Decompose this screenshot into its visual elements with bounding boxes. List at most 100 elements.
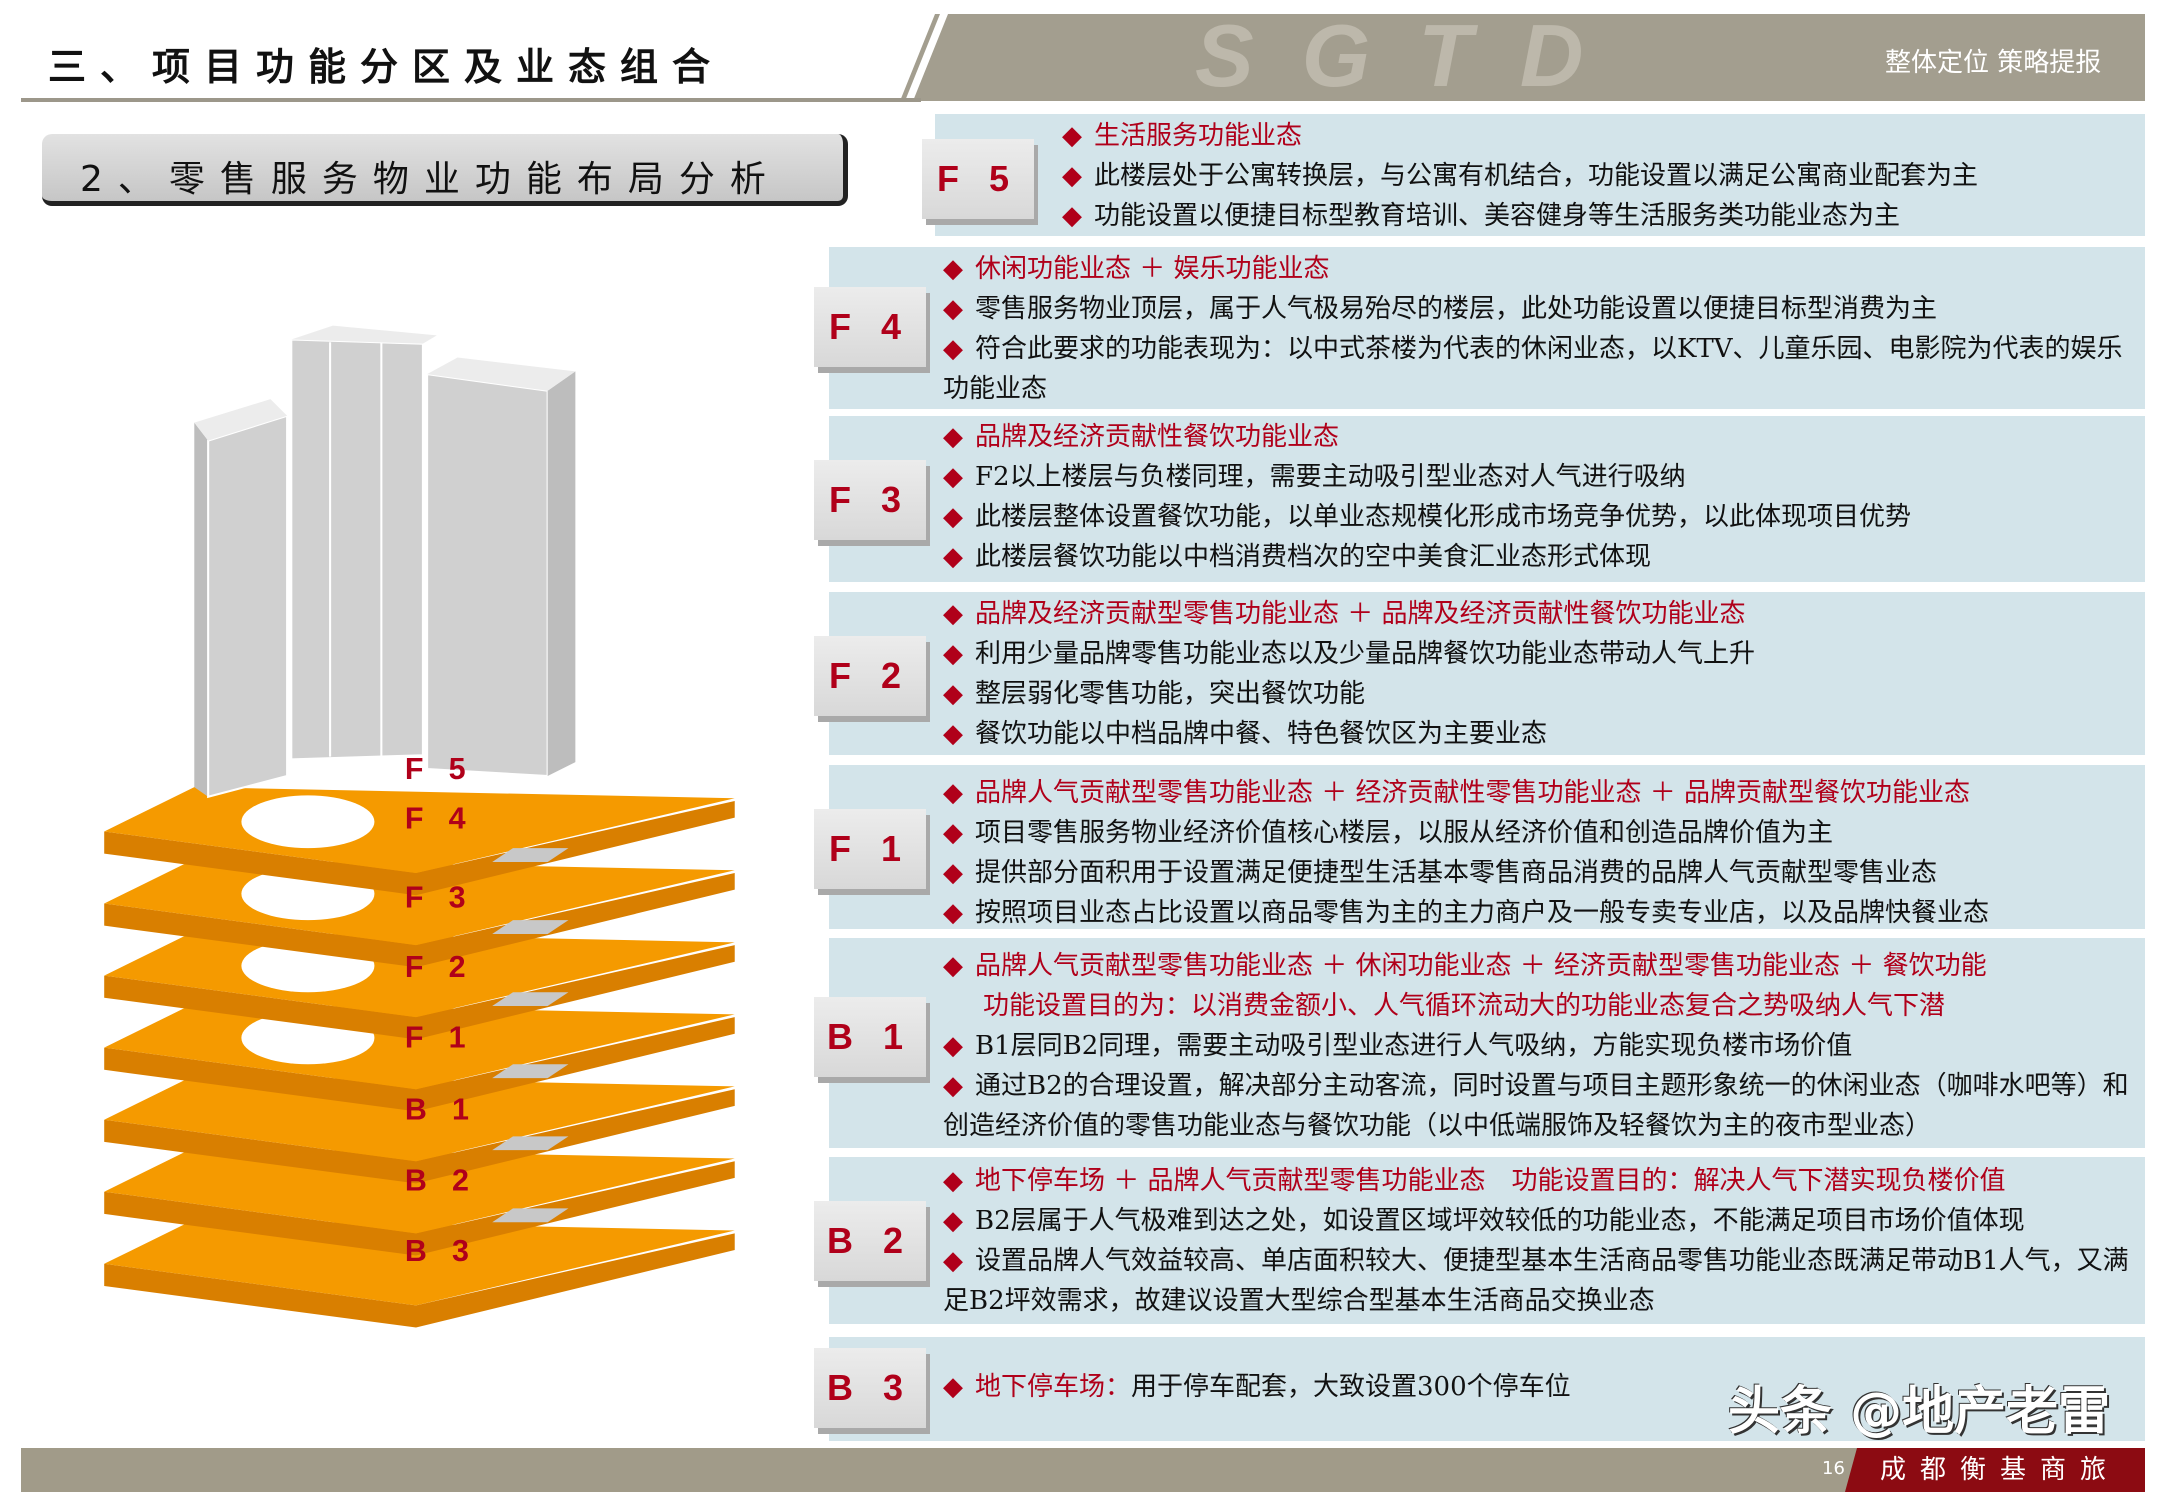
line-text: 品牌及经济贡献型零售功能业态 ＋ 品牌及经济贡献性餐饮功能业态	[975, 599, 1746, 629]
line-text: 通过B2的合理设置，解决部分主动客流，同时设置与项目主题形象统一的休闲业态（咖啡…	[943, 1071, 2129, 1141]
diamond-bullet-icon: ◆	[943, 1166, 963, 1196]
diamond-bullet-icon: ◆	[943, 542, 963, 572]
description-line: ◆ 零售服务物业顶层，属于人气极易殆尽的楼层，此处功能设置以便捷目标型消费为主	[943, 289, 2137, 329]
diamond-bullet-icon: ◆	[943, 898, 963, 928]
tower-1-top	[194, 399, 288, 441]
floor-slab	[104, 787, 735, 896]
line-text: 按照项目业态占比设置以商品零售为主的主力商户及一般专卖专业店，以及品牌快餐业态	[975, 898, 1990, 928]
floor-panel-f2	[829, 592, 2145, 755]
description-line: ◆设置品牌人气效益较高、单店面积较大、便捷型基本生活商品零售功能业态既满足带动B…	[943, 1241, 2137, 1321]
tower-1-side	[194, 422, 209, 797]
header-underline	[21, 98, 921, 102]
line-text: 零售服务物业顶层，属于人气极易殆尽的楼层，此处功能设置以便捷目标型消费为主	[975, 294, 1938, 324]
diamond-bullet-icon: ◆	[1062, 121, 1082, 151]
slab-core	[492, 992, 569, 1007]
description-line: ◆此楼层餐饮功能以中档消费档次的空中美食汇业态形式体现	[943, 537, 2137, 577]
floor-label-b2: B 2	[814, 1201, 926, 1281]
diamond-bullet-icon: ◆	[943, 334, 963, 364]
footer-company-band	[1845, 1448, 2145, 1492]
line-text: 符合此要求的功能表现为：以中式茶楼为代表的休闲业态，以KTV、儿童乐园、电影院为…	[943, 334, 2123, 404]
description-line: ◆ B2层属于人气极难到达之处，如设置区域坪效较低的功能业态，不能满足项目市场价值…	[943, 1201, 2137, 1241]
floor-panel-f5	[935, 114, 2145, 236]
diamond-bullet-icon: ◆	[943, 1071, 963, 1101]
subtitle: 2、零售服务物业功能布局分析	[80, 159, 781, 200]
header-section-label: 整体定位 策略提报	[1885, 48, 2102, 78]
diamond-bullet-icon: ◆	[943, 858, 963, 888]
slab-edge	[104, 1017, 735, 1112]
diamond-bullet-icon: ◆	[943, 1031, 963, 1061]
slab-edge	[104, 873, 735, 968]
tower-3-front	[426, 372, 549, 778]
footer-band	[21, 1448, 1861, 1492]
description-line: ◆ F2以上楼层与负楼同理，需要主动吸引型业态对人气进行吸纳	[943, 457, 2137, 497]
floor-description-b1: ◆品牌人气贡献型零售功能业态 ＋ 休闲功能业态 ＋ 经济贡献型零售功能业态 ＋ …	[943, 946, 2137, 1146]
slab-label: F 4	[405, 802, 474, 836]
line-text: 项目零售服务物业经济价值核心楼层，以服从经济价值和创造品牌价值为主	[975, 818, 1834, 848]
floor-description-f1: ◆ 品牌人气贡献型零售功能业态 ＋ 经济贡献性零售功能业态 ＋ 品牌贡献型餐饮功能…	[943, 773, 2137, 933]
description-line: ◆此楼层处于公寓转换层，与公寓有机结合，功能设置以满足公寓商业配套为主	[1062, 156, 2137, 196]
floor-label-f5: F 5	[922, 139, 1034, 219]
line-text: 整层弱化零售功能，突出餐饮功能	[975, 679, 1366, 709]
description-line: ◆项目零售服务物业经济价值核心楼层，以服从经济价值和创造品牌价值为主	[943, 813, 2137, 853]
tower-3-side	[547, 371, 576, 777]
description-line: ◆符合此要求的功能表现为：以中式茶楼为代表的休闲业态，以KTV、儿童乐园、电影院…	[943, 329, 2137, 409]
diamond-bullet-icon: ◆	[943, 294, 963, 324]
tower-2-front	[290, 338, 424, 761]
slab-core	[492, 1136, 569, 1151]
line-text: 此楼层处于公寓转换层，与公寓有机结合，功能设置以满足公寓商业配套为主	[1094, 161, 1979, 191]
diamond-bullet-icon: ◆	[943, 462, 963, 492]
header-watermark: SGTD	[1195, 6, 1632, 105]
diamond-bullet-icon: ◆	[943, 1246, 963, 1276]
floor-panel-b1	[829, 938, 2145, 1148]
floor-slab	[104, 1075, 735, 1184]
description-line: ◆品牌及经济贡献型零售功能业态 ＋ 品牌及经济贡献性餐饮功能业态	[943, 594, 2137, 634]
line-text: 餐饮功能以中档品牌中餐、特色餐饮区为主要业态	[975, 719, 1548, 749]
description-line: ◆地下停车场：用于停车配套，大致设置300个停车位	[943, 1367, 2137, 1407]
diamond-bullet-icon: ◆	[943, 778, 963, 808]
diamond-bullet-icon: ◆	[943, 679, 963, 709]
slab-top	[104, 1219, 735, 1306]
floor-label-b3: B 3	[814, 1348, 926, 1428]
slab-core	[492, 1064, 569, 1079]
floor-description-f3: ◆ 品牌及经济贡献性餐饮功能业态 ◆ F2以上楼层与负楼同理，需要主动吸引型业态对人气…	[943, 417, 2137, 577]
description-line: ◆地下停车场 ＋ 品牌人气贡献型零售功能业态 功能设置目的：解决人气下潜实现负楼…	[943, 1161, 2137, 1201]
diamond-bullet-icon: ◆	[943, 951, 963, 981]
description-line: ◆通过B2的合理设置，解决部分主动客流，同时设置与项目主题形象统一的休闲业态（咖…	[943, 1066, 2137, 1146]
line-text: 品牌人气贡献型零售功能业态 ＋ 经济贡献性零售功能业态 ＋ 品牌贡献型餐饮功能业…	[975, 778, 1971, 808]
line-text: B1层同B2同理，需要主动吸引型业态进行人气吸纳，方能实现负楼市场价值	[975, 1031, 1853, 1061]
line-text: 生活服务功能业态	[1094, 121, 1303, 151]
slab-edge	[104, 800, 735, 896]
floor-label-f2: F 2	[814, 636, 926, 716]
description-line: ◆品牌人气贡献型零售功能业态 ＋ 休闲功能业态 ＋ 经济贡献型零售功能业态 ＋ …	[943, 946, 2137, 986]
floor-label-b1: B 1	[814, 997, 926, 1077]
tower-3-top	[427, 357, 576, 391]
header-band	[900, 14, 2145, 101]
diamond-bullet-icon: ◆	[943, 422, 963, 452]
subtitle-box	[42, 134, 848, 206]
description-line: ◆ 此楼层整体设置餐饮功能，以单业态规模化形成市场竞争优势，以此体现项目优势	[943, 497, 2137, 537]
slab-core	[492, 920, 569, 934]
description-line: ◆利用少量品牌零售功能业态以及少量品牌餐饮功能业态带动人气上升	[943, 634, 2137, 674]
description-line: ◆ 品牌及经济贡献性餐饮功能业态	[943, 417, 2137, 457]
line-text: B2层属于人气极难到达之处，如设置区域坪效较低的功能业态，不能满足项目市场价值体…	[975, 1206, 2025, 1236]
floor-slab	[104, 1219, 735, 1328]
floor-panel-f4	[829, 247, 2145, 409]
slab-top	[104, 1147, 735, 1234]
line-text: 此楼层整体设置餐饮功能，以单业态规模化形成市场竞争优势，以此体现项目优势	[975, 502, 1912, 532]
diamond-bullet-icon: ◆	[943, 1206, 963, 1236]
line-text: 地下停车场：	[975, 1372, 1132, 1402]
slab-label: B 3	[405, 1234, 477, 1268]
slab-top	[104, 1075, 735, 1162]
description-line: ◆功能设置以便捷目标型教育培训、美容健身等生活服务类功能业态为主	[1062, 196, 2137, 236]
line-text: 品牌及经济贡献性餐饮功能业态	[975, 422, 1340, 452]
floor-panel-f1	[829, 765, 2145, 929]
line-text: F2以上楼层与负楼同理，需要主动吸引型业态对人气进行吸纳	[975, 462, 1686, 492]
floor-description-b2: ◆地下停车场 ＋ 品牌人气贡献型零售功能业态 功能设置目的：解决人气下潜实现负楼…	[943, 1161, 2137, 1321]
footer-company: 成都衡基商旅	[1880, 1455, 2121, 1485]
floor-slab	[104, 859, 735, 968]
line-text: 功能设置目的为：以消费金额小、人气循环流动大的功能业态复合之势吸纳人气下潜	[983, 991, 1946, 1021]
diamond-bullet-icon: ◆	[943, 502, 963, 532]
slab-core	[492, 1208, 569, 1223]
slab-label: F 3	[405, 881, 474, 915]
building-diagram: F 5F 4F 3F 2F 1B 1B 2B 3	[104, 325, 735, 1328]
